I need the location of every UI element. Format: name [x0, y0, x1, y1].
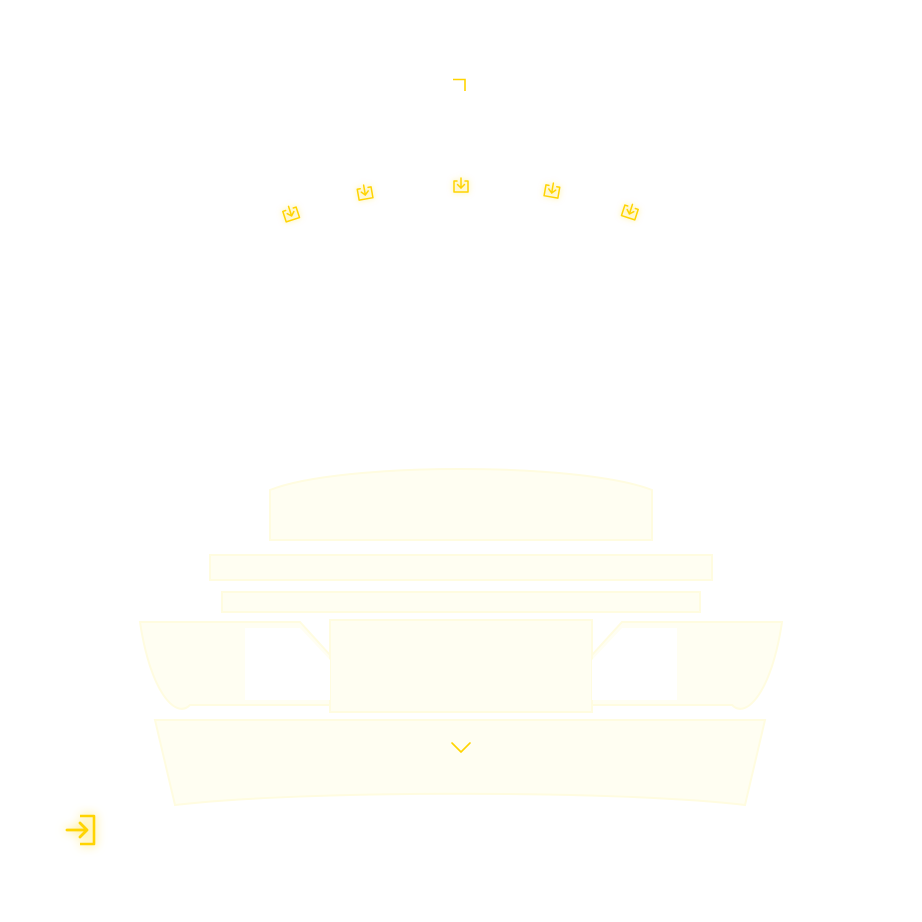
download-tray-icon[interactable]: [280, 203, 302, 225]
download-tray-icon[interactable]: [450, 175, 472, 197]
download-tray-icon[interactable]: [541, 180, 563, 202]
login-icon: [65, 814, 96, 846]
download-tray-icon: [453, 177, 469, 193]
download-tray-icon: [543, 182, 561, 199]
download-tray-icon[interactable]: [619, 201, 641, 223]
download-tray-icon[interactable]: [354, 182, 376, 204]
download-tray-icon: [620, 203, 639, 221]
corner-bracket-icon: [452, 78, 466, 92]
chevron-down-icon[interactable]: [449, 740, 473, 756]
download-tray-icon: [356, 184, 374, 201]
download-tray-icon: [282, 205, 301, 223]
login-button[interactable]: [62, 810, 102, 850]
